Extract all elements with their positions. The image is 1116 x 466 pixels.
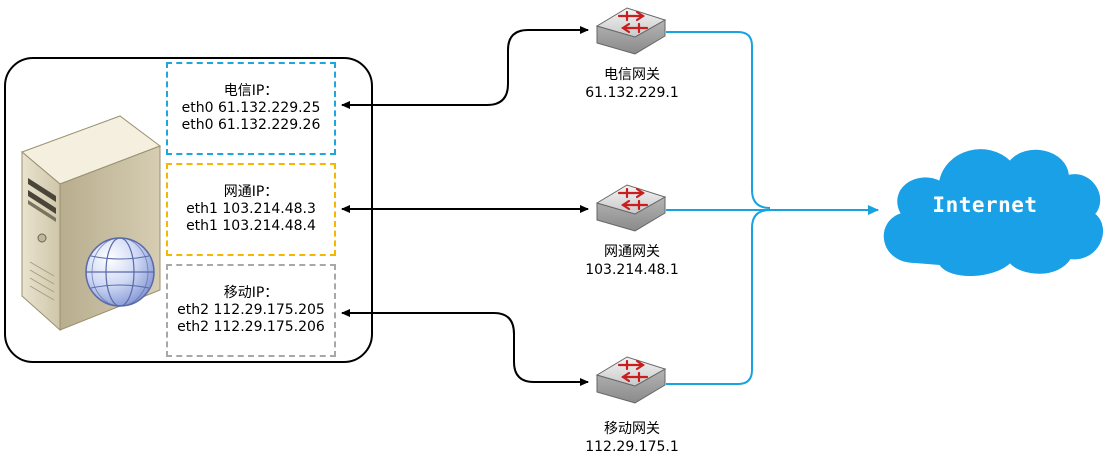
unicom-ip-box: 网通IP： eth1 103.214.48.3 eth1 103.214.48.… [166, 163, 336, 256]
telecom-gateway-label: 电信网关 61.132.229.1 [552, 66, 712, 102]
telecom-ip-title: 电信IP： [223, 83, 279, 99]
mobile-gateway-label: 移动网关 112.29.175.1 [552, 420, 712, 456]
link-telecom [341, 26, 589, 109]
gateway-ip: 103.214.48.1 [585, 262, 679, 278]
link-mobile [341, 309, 589, 386]
uplink-telecom [666, 31, 771, 209]
unicom-ip-line: eth1 103.214.48.3 [186, 201, 316, 217]
telecom-ip-box: 电信IP： eth0 61.132.229.25 eth0 61.132.229… [166, 62, 336, 155]
telecom-ip-line: eth0 61.132.229.25 [181, 100, 321, 116]
router-icon [595, 356, 667, 404]
server-gateway-links [341, 26, 589, 386]
unicom-ip-title: 网通IP： [223, 184, 279, 200]
gateway-name: 网通网关 [604, 244, 660, 260]
unicom-ip-line: eth1 103.214.48.4 [186, 218, 316, 234]
router-icon [595, 184, 667, 232]
gateway-name: 移动网关 [604, 421, 660, 437]
unicom-gateway-label: 网通网关 103.214.48.1 [552, 243, 712, 279]
cloud-icon [883, 149, 1104, 276]
mobile-ip-title: 移动IP： [223, 285, 279, 301]
gateway-name: 电信网关 [604, 67, 660, 83]
server-globe-icon [21, 115, 162, 332]
uplink-mobile [666, 209, 771, 385]
mobile-ip-line: eth2 112.29.175.206 [177, 319, 325, 335]
router-icon [595, 7, 667, 55]
internet-label: Internet [932, 193, 1038, 217]
gateway-internet-links [666, 31, 879, 385]
gateway-ip: 112.29.175.1 [585, 439, 679, 455]
mobile-ip-line: eth2 112.29.175.205 [177, 302, 325, 318]
mobile-ip-box: 移动IP： eth2 112.29.175.205 eth2 112.29.17… [166, 264, 336, 357]
gateway-ip: 61.132.229.1 [585, 85, 679, 101]
telecom-ip-line: eth0 61.132.229.26 [181, 117, 321, 133]
